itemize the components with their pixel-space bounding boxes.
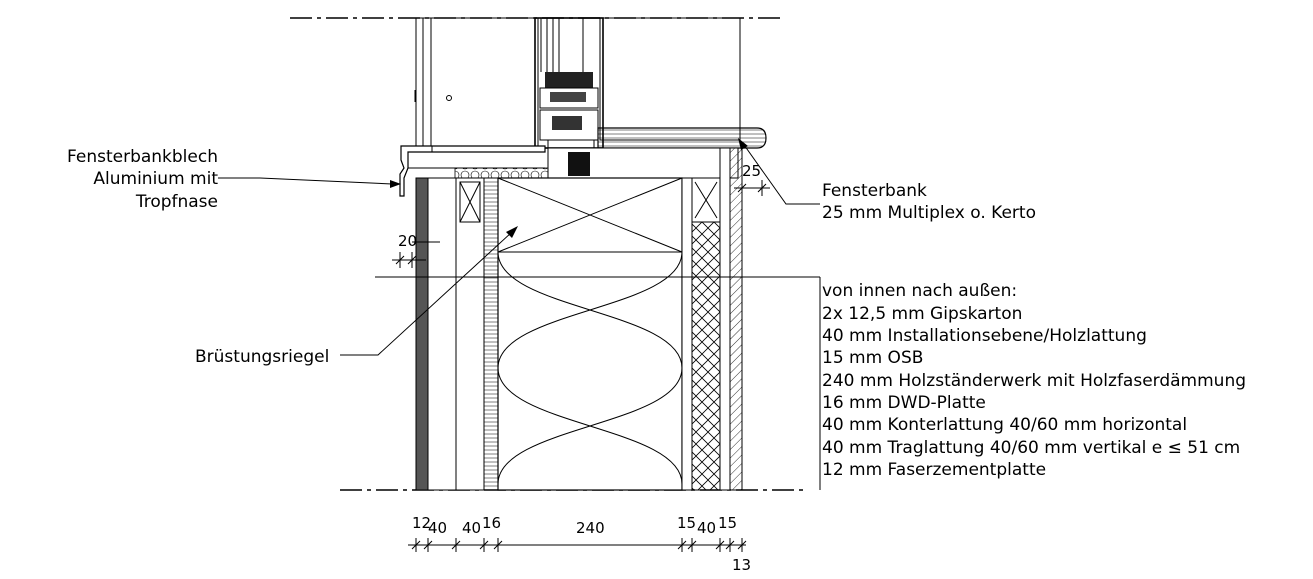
label-fensterbank-1: Fensterbank <box>822 181 927 201</box>
layer-item: 40 mm Konterlattung 40/60 mm horizontal <box>822 415 1187 435</box>
layer-item: 40 mm Installationsebene/Holzlattung <box>822 326 1147 346</box>
svg-text:15: 15 <box>677 514 696 532</box>
svg-text:40: 40 <box>697 519 716 537</box>
label-fensterbankblech-3: Tropfnase <box>135 192 218 212</box>
aluminium-sill-flashing <box>399 145 546 197</box>
layer-item: 16 mm DWD-Platte <box>822 393 986 413</box>
layers-heading: von innen nach außen: <box>822 281 1017 301</box>
leader-bruestungsriegel <box>340 231 513 356</box>
svg-text:12: 12 <box>412 514 431 532</box>
svg-text:40: 40 <box>428 519 447 537</box>
window-sill-board <box>597 127 767 149</box>
layer-item: 40 mm Traglattung 40/60 mm vertikal e ≤ … <box>822 438 1240 458</box>
svg-text:20: 20 <box>398 232 417 250</box>
sill-insulation-strip <box>454 167 549 179</box>
svg-text:240: 240 <box>576 519 605 537</box>
label-fensterbankblech-2: Aluminium mit <box>93 169 218 189</box>
bottom-dimension-chain: 12 40 40 16 240 15 40 15 13 <box>408 514 751 574</box>
wall-layers <box>415 147 743 491</box>
layer-item: 15 mm OSB <box>822 348 923 368</box>
dimension-20: 20 <box>392 232 440 268</box>
layer-item: 240 mm Holzständerwerk mit Holzfaserdämm… <box>822 371 1246 391</box>
svg-text:13: 13 <box>732 556 751 574</box>
layer-item: 2x 12,5 mm Gipskarton <box>822 304 1022 324</box>
label-fensterbankblech-1: Fensterbankblech <box>67 147 218 167</box>
layer-item: 12 mm Faserzementplatte <box>822 460 1046 480</box>
leader-fensterbankblech <box>218 177 393 185</box>
dimension-25: 25 <box>734 162 770 196</box>
svg-text:15: 15 <box>718 514 737 532</box>
svg-text:25: 25 <box>742 162 761 180</box>
leader-fensterbank <box>741 141 820 205</box>
label-fensterbank-2: 25 mm Multiplex o. Kerto <box>822 203 1036 223</box>
label-bruestungsriegel: Brüstungsriegel <box>195 347 329 367</box>
svg-text:16: 16 <box>482 514 501 532</box>
svg-text:40: 40 <box>462 519 481 537</box>
